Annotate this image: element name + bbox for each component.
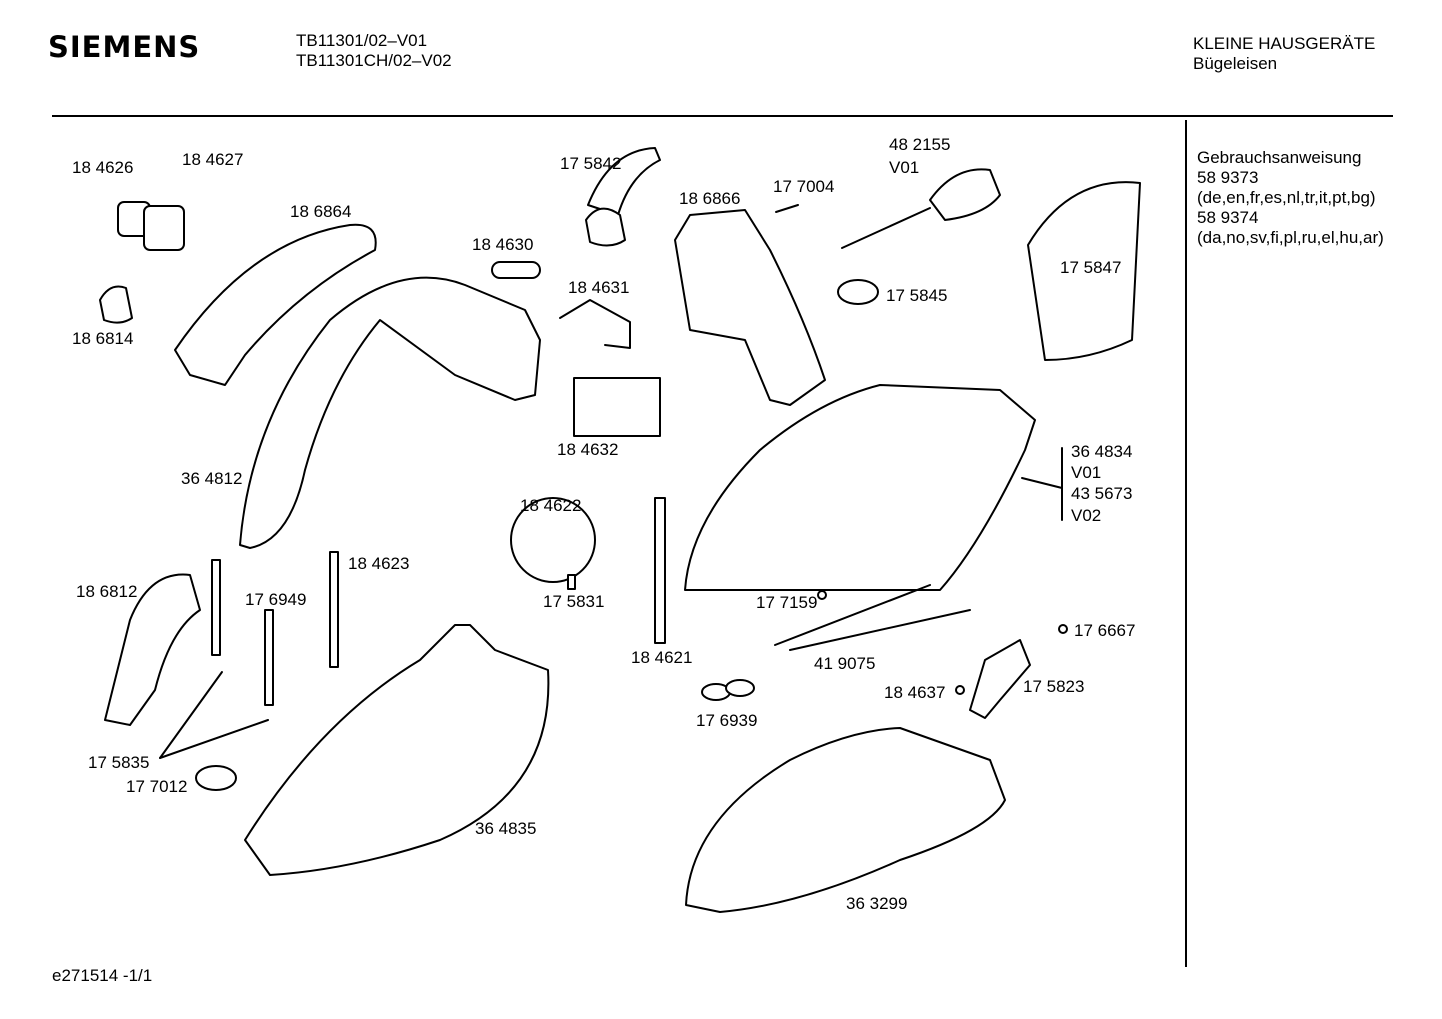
- label-482155-variant: V01: [889, 158, 920, 177]
- part-ring-6939-b: [725, 679, 755, 697]
- part-ring: [195, 765, 237, 791]
- label-435673: 43 5673: [1071, 484, 1133, 503]
- part-bracket: [559, 299, 631, 349]
- label-175842: 17 5842: [560, 154, 622, 173]
- label-186812: 18 6812: [76, 582, 138, 601]
- part-screw-6667: [1058, 624, 1068, 634]
- brand-logo: SIEMENS: [48, 30, 201, 64]
- leader-175835-a: [159, 671, 223, 759]
- label-184621: 18 4621: [631, 648, 693, 667]
- label-184632: 18 4632: [557, 440, 619, 459]
- part-pin-1: [211, 559, 221, 656]
- documentation-list: Gebrauchsanweisung 58 9373 (de,en,fr,es,…: [1197, 148, 1384, 248]
- part-valve-housing: [104, 573, 201, 726]
- label-186814: 18 6814: [72, 329, 134, 348]
- category-line-1: KLEINE HAUSGERÄTE: [1193, 34, 1376, 53]
- doc-languages-2: (da,no,sv,fi,pl,ru,el,hu,ar): [1197, 228, 1384, 247]
- label-176939: 17 6939: [696, 711, 758, 730]
- label-364835: 36 4835: [475, 819, 537, 838]
- label-177004: 17 7004: [773, 177, 835, 196]
- label-184631: 18 4631: [568, 278, 630, 297]
- label-176949: 17 6949: [245, 590, 307, 609]
- model-number-2: TB11301CH/02–V02: [296, 51, 452, 70]
- part-iron-body: [684, 384, 1036, 591]
- part-knob-right: [143, 205, 185, 251]
- model-number-1: TB11301/02–V01: [296, 31, 428, 50]
- leader-175835-b: [159, 719, 269, 759]
- label-175845: 17 5845: [886, 286, 948, 305]
- label-175823: 17 5823: [1023, 677, 1085, 696]
- label-176667: 17 6667: [1074, 621, 1136, 640]
- label-363299: 36 3299: [846, 894, 908, 913]
- label-364834: 36 4834: [1071, 442, 1133, 461]
- footer-code: e271514 -1/1: [52, 966, 153, 985]
- part-cord: [841, 207, 931, 249]
- model-numbers: TB11301/02–V01 TB11301CH/02–V02: [296, 31, 452, 71]
- part-selector-knob: [99, 285, 133, 324]
- part-thermostat: [969, 639, 1031, 719]
- label-177012: 17 7012: [126, 777, 188, 796]
- label-482155: 48 2155: [889, 135, 951, 154]
- part-grommet: [837, 279, 879, 305]
- part-rod: [654, 497, 666, 644]
- part-nozzle-tip: [585, 207, 626, 247]
- part-nozzle-tube: [587, 147, 661, 216]
- label-186866: 18 6866: [679, 189, 741, 208]
- doc-languages-1: (de,en,fr,es,nl,tr,it,pt,bg): [1197, 188, 1376, 207]
- part-disc: [510, 497, 596, 583]
- label-175831: 17 5831: [543, 592, 605, 611]
- part-screw-5831: [567, 574, 576, 590]
- label-177159: 17 7159: [756, 593, 818, 612]
- label-184626: 18 4626: [72, 158, 134, 177]
- part-handle-cover: [174, 223, 377, 386]
- part-screw-7159: [817, 590, 827, 600]
- label-364834-variant: V01: [1071, 463, 1102, 482]
- part-rod-small: [329, 551, 339, 668]
- part-water-tank: [1027, 181, 1141, 361]
- part-seal: [491, 261, 541, 279]
- label-184637: 18 4637: [884, 683, 946, 702]
- label-184630: 18 4630: [472, 235, 534, 254]
- label-184623: 18 4623: [348, 554, 410, 573]
- leader-364834: [1021, 477, 1063, 489]
- part-rear-cover: [674, 209, 826, 406]
- part-frame: [573, 377, 661, 437]
- label-364812: 36 4812: [181, 469, 243, 488]
- part-housing: [239, 276, 541, 549]
- label-435673-variant: V02: [1071, 506, 1102, 525]
- label-184627: 18 4627: [182, 150, 244, 169]
- doc-number-2: 58 9374: [1197, 208, 1259, 227]
- part-pin-2: [264, 609, 274, 706]
- doc-number-1: 58 9373: [1197, 168, 1259, 187]
- label-175835: 17 5835: [88, 753, 150, 772]
- label-184622: 18 4622: [520, 496, 582, 515]
- part-plug: [929, 168, 1001, 221]
- part-cable-set: [774, 584, 971, 651]
- docs-title: Gebrauchsanweisung: [1197, 148, 1362, 167]
- product-category: KLEINE HAUSGERÄTE Bügeleisen: [1193, 34, 1375, 74]
- part-soleplate: [685, 727, 1006, 913]
- category-line-2: Bügeleisen: [1193, 54, 1278, 73]
- part-screw-7004: [775, 204, 799, 213]
- label-186864: 18 6864: [290, 202, 352, 221]
- header-divider: [52, 115, 1393, 117]
- sidebar-divider: [1185, 120, 1187, 967]
- label-419075: 41 9075: [814, 654, 876, 673]
- part-base-cover: [244, 624, 550, 876]
- label-175847: 17 5847: [1060, 258, 1122, 277]
- part-screw-4637: [955, 685, 965, 695]
